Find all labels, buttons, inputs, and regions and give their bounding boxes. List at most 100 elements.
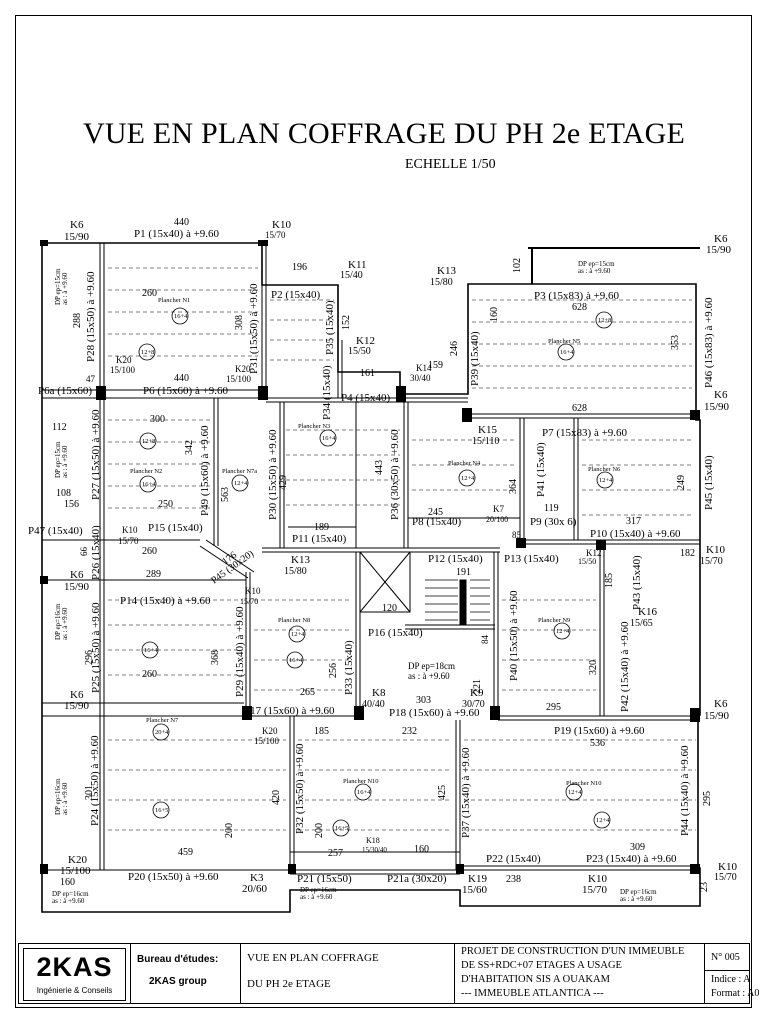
view-line-2: DU PH 2e ETAGE <box>247 978 331 990</box>
project-line-3: D'HABITATION SIS A OUAKAM <box>461 974 610 985</box>
column-label: K6 <box>70 689 84 701</box>
company-logo: 2KAS Ingénierie & Conseils <box>23 948 126 1001</box>
dimension: 536 <box>590 738 605 749</box>
slab-type: 12+4 <box>599 477 613 484</box>
column-label: K10 <box>588 873 607 885</box>
column-label: K3 <box>250 872 264 884</box>
project-line-2: DE SS+RDC+07 ETAGES A USAGE <box>461 960 622 971</box>
dimension: 364 <box>508 479 519 494</box>
slab-label: Plancher N10 <box>566 780 602 787</box>
dimension: 288 <box>72 313 83 328</box>
bureau-name: 2KAS group <box>149 976 207 987</box>
dimension: 119 <box>544 503 559 514</box>
beam-label: P39 (15x40) <box>469 331 481 386</box>
column-label: K9 <box>470 687 484 699</box>
dimension: 156 <box>64 499 79 510</box>
column-label: K13 <box>291 554 310 566</box>
dimension: 108 <box>56 488 71 499</box>
beam-label: P40 (15x50) à +9.60 <box>508 590 520 681</box>
project-cell: PROJET DE CONSTRUCTION D'UN IMMEUBLE DE … <box>455 944 705 1003</box>
dimension: 200 <box>314 823 325 838</box>
column-size: 15/100 <box>60 865 91 877</box>
dimension: 320 <box>588 660 599 675</box>
slab-label: Plancher N5 <box>548 338 580 345</box>
dimension: 256 <box>328 663 339 678</box>
dp-note: DP ep=15cm <box>54 268 62 305</box>
beam-label: P44 (15x40) à +9.60 <box>679 745 691 836</box>
beam-label: P13 (15x40) <box>504 553 559 565</box>
dimension: 440 <box>174 217 189 228</box>
dp-note: DP ep=16cm <box>54 778 62 815</box>
beam-label: P49 (15x60) à +9.60 <box>199 425 211 516</box>
dp-note: DP ep=15cm <box>578 260 615 268</box>
plan-structure <box>40 242 701 913</box>
column-size: 15/70 <box>240 597 258 606</box>
column-size: 15/90 <box>64 231 90 243</box>
column-size: 15/70 <box>714 872 737 883</box>
column-size: 15/100 <box>110 365 136 375</box>
slab-type: 12+4 <box>568 789 582 796</box>
formwork-plan: K6 15/90 K10 15/70 K11 15/40 K12 15/50 K… <box>28 217 737 913</box>
dimension: 249 <box>676 475 687 490</box>
slab-label: Plancher N9 <box>538 617 570 624</box>
column-size: 15/90 <box>64 700 90 712</box>
project-line-1: PROJET DE CONSTRUCTION D'UN IMMEUBLE <box>461 946 685 957</box>
column-size: 15/60 <box>462 884 488 896</box>
column-label: K10 <box>718 861 737 873</box>
slab-type: 12+4 <box>596 817 610 824</box>
dimension: 425 <box>437 785 448 800</box>
column-label: K13 <box>437 265 456 277</box>
beam-label: P6 (15x60) à +9.60 <box>143 385 229 397</box>
dp-note: DP ep=16cm <box>620 888 657 896</box>
dp-note: DP ep=16cm <box>54 603 62 640</box>
beam-label: P29 (15x40) à +9.60 <box>234 606 246 697</box>
column-size: 15/100 <box>226 374 252 384</box>
beam-label: P8 (15x40) <box>412 516 462 528</box>
column-size: 30/40 <box>410 373 431 383</box>
beam-label: P41 (15x40) <box>535 442 547 497</box>
view-line-1: VUE EN PLAN COFFRAGE <box>247 952 379 964</box>
beam-label: P47 (15x40) <box>28 525 83 537</box>
slab-label: Plancher N4 <box>448 460 481 467</box>
dimension: 628 <box>572 403 587 414</box>
dimension: 23 <box>699 882 710 892</box>
drawing-scale: ECHELLE 1/50 <box>405 157 496 172</box>
beam-label: P14 (15x40) à +9.60 <box>120 595 211 607</box>
dp-level: as : à +9.60 <box>52 897 85 905</box>
dimension: 260 <box>142 288 157 299</box>
dimension: 160 <box>60 877 75 888</box>
beam-label: P26 (15x40) <box>90 525 102 580</box>
beam-label: P25 (15x50) à +9.60 <box>90 602 102 693</box>
column-label: K10 <box>706 544 725 556</box>
column-label: K16 <box>638 606 657 618</box>
column-label: K12 <box>356 335 375 347</box>
slab-label: Plancher N2 <box>130 468 162 475</box>
column-size: 15/90 <box>64 581 90 593</box>
beam-label: P32 (15x50) à +9.60 <box>294 743 306 834</box>
dimension: 161 <box>360 368 375 379</box>
slab-type: 20+4 <box>155 729 169 736</box>
column-label: K20 <box>235 364 251 374</box>
beam-label: P45 (15x40) <box>703 455 715 510</box>
project-line-4: --- IMMEUBLE ATLANTICA --- <box>461 988 604 999</box>
dimension: 420 <box>271 790 282 805</box>
beam-label: P17 (15x60) à +9.60 <box>244 705 335 717</box>
column-label: K20 <box>116 355 132 365</box>
dimension: 120 <box>382 603 397 614</box>
beam-label: P43 (15x40) <box>631 555 643 610</box>
dp-note: DP ep=18cm <box>408 661 455 671</box>
beam-label: P18 (15x60) à +9.60 <box>389 707 480 719</box>
dimension: 189 <box>314 522 329 533</box>
dimension: 102 <box>512 258 523 273</box>
beam-label: P42 (15x40) à +9.60 <box>619 621 631 712</box>
dimension: 317 <box>626 516 641 527</box>
dp-note: DP ep=16cm <box>52 890 89 898</box>
dimension: 160 <box>414 844 429 855</box>
title-block: 2KAS Ingénierie & Conseils Bureau d'étud… <box>18 943 759 1004</box>
dimension: 196 <box>292 262 307 273</box>
dimension: 185 <box>604 573 615 588</box>
column-label: K8 <box>372 687 386 699</box>
column-size: 15/70 <box>265 230 286 240</box>
column-size: 15/65 <box>630 618 653 629</box>
slab-type: 16+4 <box>142 481 156 488</box>
